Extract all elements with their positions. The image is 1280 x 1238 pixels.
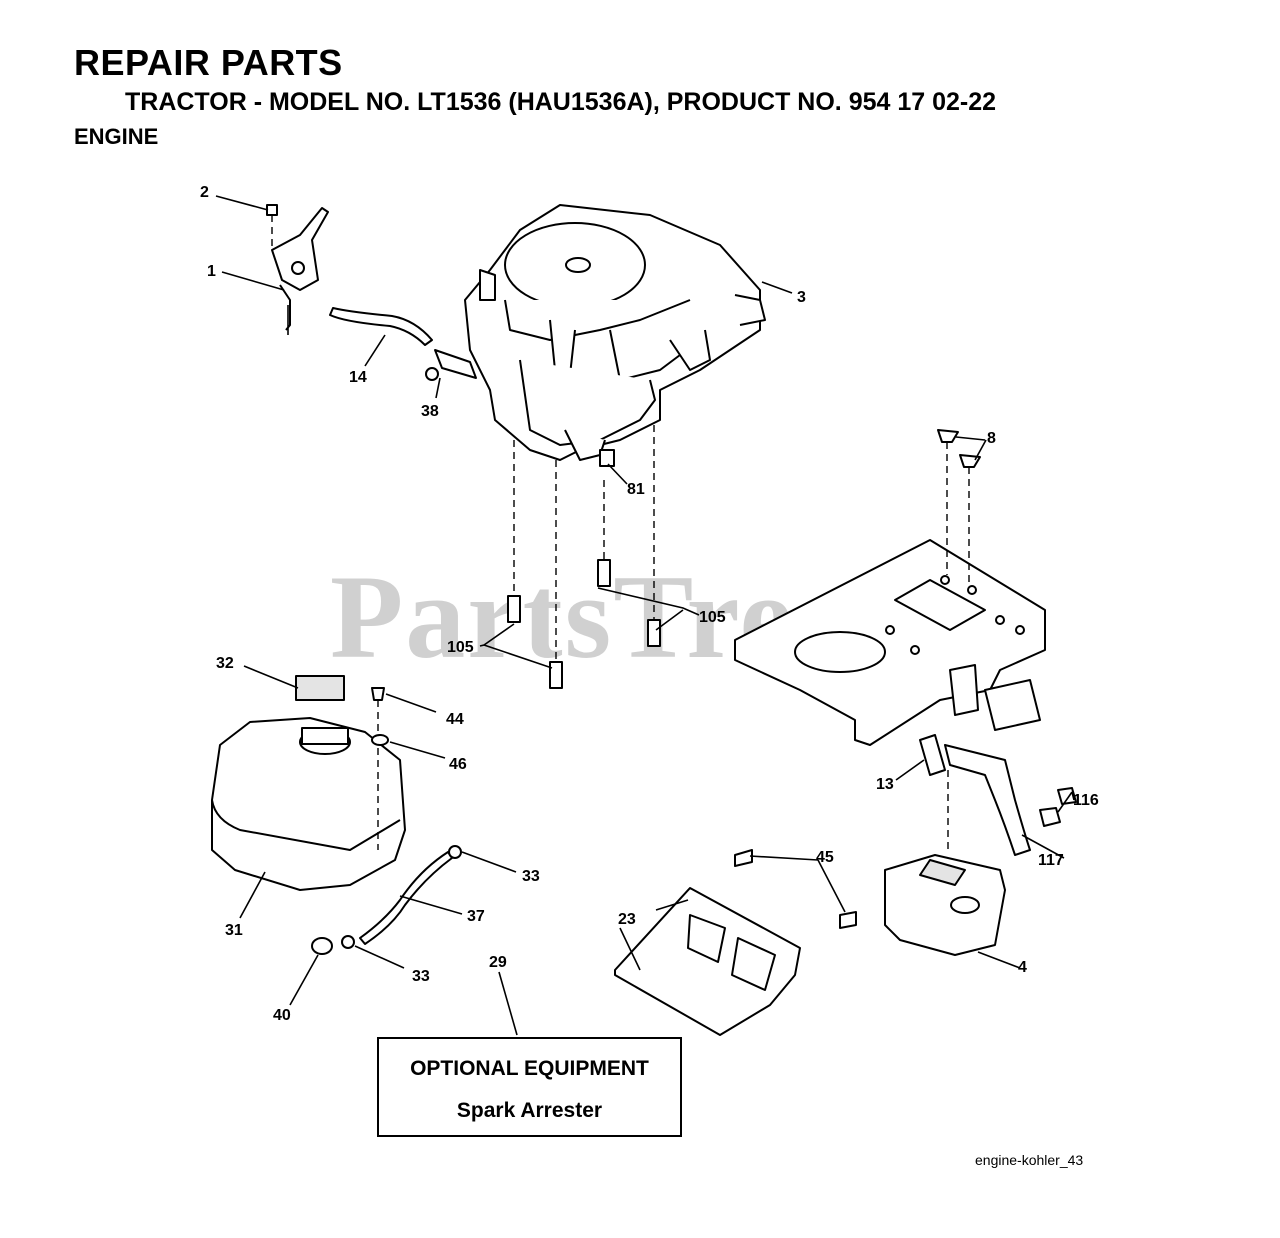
callout-117: 117 [1038,852,1064,869]
callout-45: 45 [816,849,834,866]
diagram-code: engine-kohler_43 [975,1152,1084,1168]
callout-2: 2 [200,184,209,201]
optional-equipment-title: OPTIONAL EQUIPMENT [410,1057,649,1080]
callout-40: 40 [273,1007,291,1024]
callout-32: 32 [216,655,234,672]
fuel-tank-drawing [211,675,406,891]
callout-33-upper: 33 [522,868,540,885]
throttle-control-drawing [266,204,329,335]
callout-14: 14 [349,369,367,386]
callout-81: 81 [627,481,645,498]
callout-105-left: 105 [447,639,474,656]
callout-23: 23 [618,911,636,928]
callout-37: 37 [467,908,485,925]
fuel-line-drawing [329,307,477,381]
callout-4: 4 [1018,959,1027,976]
callout-31: 31 [225,922,243,939]
frame-drawing [734,429,1046,746]
exhaust-drawing [884,734,1077,956]
callout-1: 1 [207,263,216,280]
optional-equipment-item: Spark Arrester [456,1099,603,1122]
optional-equipment-box: OPTIONAL EQUIPMENT Spark Arrester [377,1037,682,1137]
callout-13: 13 [876,776,894,793]
section-heading: ENGINE [74,124,159,149]
spark-arrester-drawing [614,849,857,1036]
engine-drawing [464,204,766,461]
callout-3: 3 [797,289,806,306]
engine-bolts-drawing [507,425,661,689]
page-title: REPAIR PARTS [74,42,343,83]
callout-29: 29 [489,954,507,971]
callout-105-right: 105 [699,609,726,626]
callout-46: 46 [449,756,467,773]
callout-116: 116 [1073,792,1099,809]
callout-44: 44 [446,711,464,728]
model-subtitle: TRACTOR - MODEL NO. LT1536 (HAU1536A), P… [125,88,997,116]
callout-38: 38 [421,403,439,420]
callout-8: 8 [987,430,996,447]
leader-lines [215,195,1075,1036]
callout-33-lower: 33 [412,968,430,985]
